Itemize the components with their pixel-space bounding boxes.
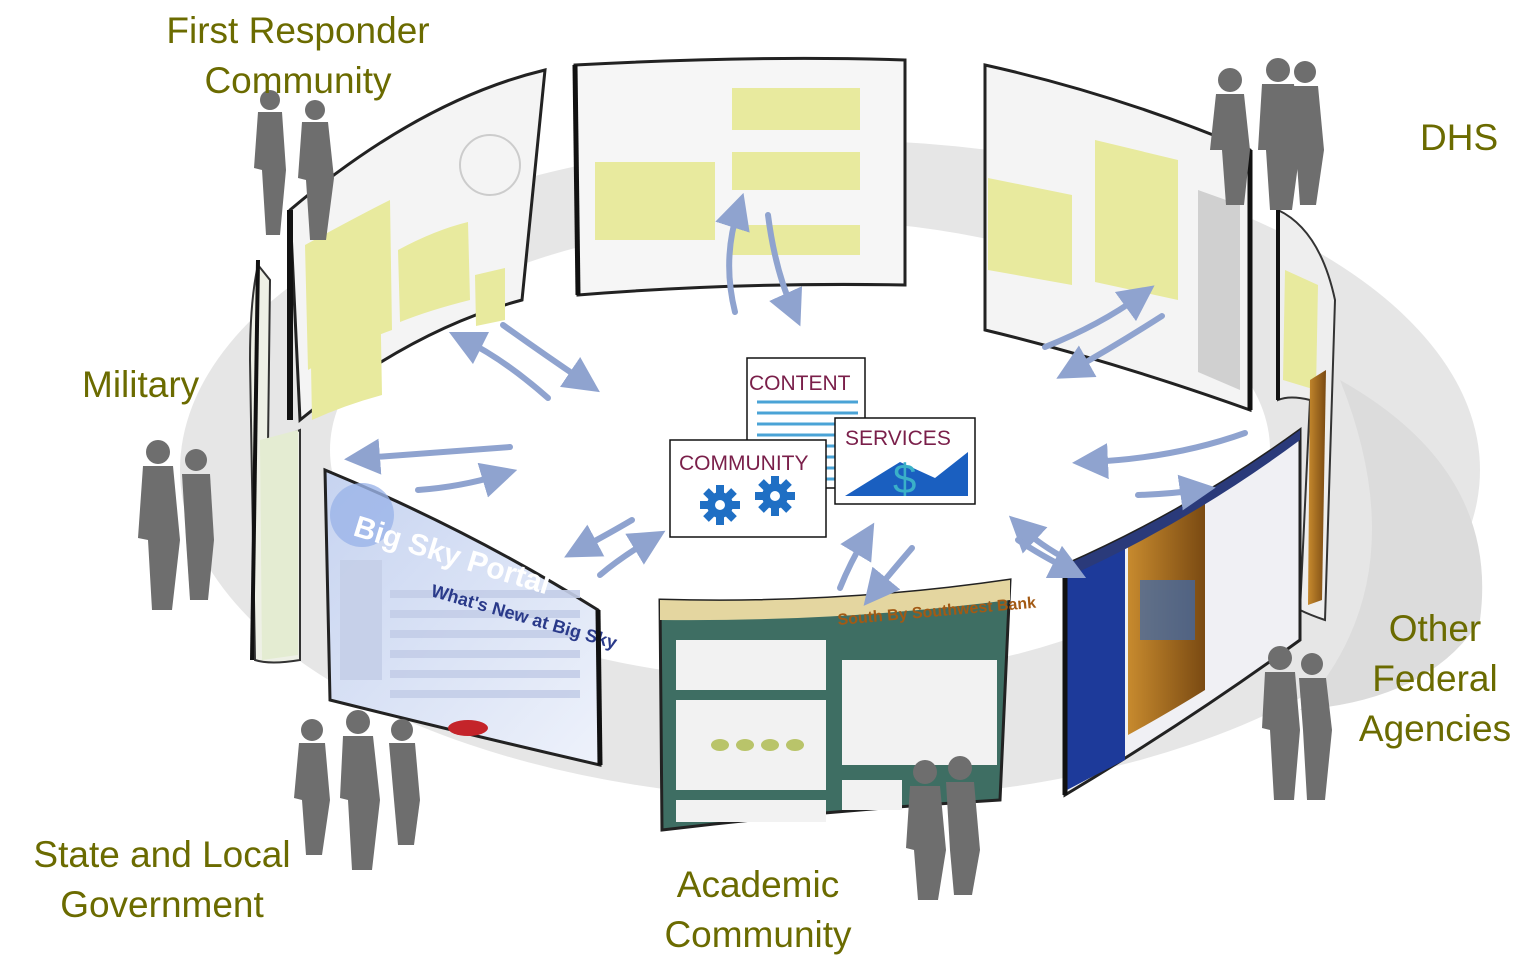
dollar-icon: $ <box>893 455 916 502</box>
label-military: Military <box>82 364 200 405</box>
people-dhs-icon <box>1210 58 1324 210</box>
screen-top-center <box>572 56 907 297</box>
people-other-federal-icon <box>1262 646 1332 800</box>
label-dhs: DHS <box>1420 117 1499 158</box>
people-state-local-icon <box>294 710 420 870</box>
screen-bank: South By Southwest Bank <box>658 578 1037 832</box>
label-state-local-line2: Government <box>60 884 264 925</box>
label-other-federal-line1: Other <box>1388 608 1482 649</box>
label-first-responder-line1: First Responder <box>166 10 430 51</box>
label-state-local-line1: State and Local <box>33 834 291 875</box>
label-academic-line2: Community <box>664 914 852 955</box>
gears-icon <box>700 476 795 525</box>
label-other-federal: Other Federal Agencies <box>1345 604 1525 754</box>
screen-big-sky-portal: Big Sky Portal What's New at Big Sky <box>323 467 619 767</box>
screen-other-federal <box>1062 427 1302 798</box>
hub: CONTENT COMMUNITY <box>669 357 976 538</box>
services-card: SERVICES $ <box>834 417 976 505</box>
people-academic-icon <box>906 756 980 900</box>
label-academic: Academic Community <box>638 860 878 960</box>
label-other-federal-line3: Agencies <box>1358 708 1512 749</box>
growth-chart-icon <box>845 452 968 496</box>
screen-first-responder <box>287 68 547 424</box>
people-military-icon <box>138 440 214 610</box>
screen-military <box>248 259 301 664</box>
people-silhouettes <box>138 58 1332 900</box>
community-label: COMMUNITY <box>679 452 809 475</box>
label-state-local: State and Local Government <box>8 830 316 930</box>
community-card: COMMUNITY <box>669 439 827 538</box>
content-label: CONTENT <box>749 372 851 395</box>
label-first-responder-line2: Community <box>204 60 392 101</box>
label-academic-line1: Academic <box>676 864 840 905</box>
label-other-federal-line2: Federal <box>1372 658 1498 699</box>
services-label: SERVICES <box>845 427 951 450</box>
screen-right-narrow <box>1276 208 1337 622</box>
label-first-responder: First Responder Community <box>148 6 448 106</box>
exchange-arrows <box>344 192 1248 606</box>
people-first-responder-icon <box>254 90 334 240</box>
screen-dhs <box>983 63 1253 413</box>
